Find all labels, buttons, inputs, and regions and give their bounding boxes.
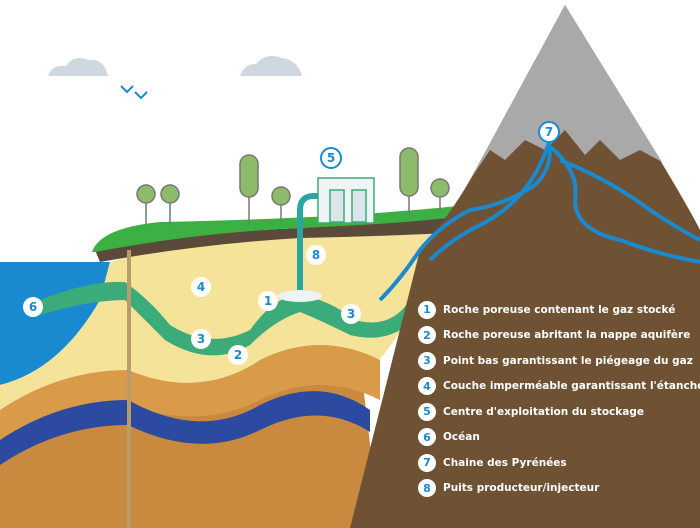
legend-label: Chaine des Pyrénées — [443, 456, 567, 469]
storage-facility — [317, 177, 375, 224]
legend-number: 3 — [418, 351, 436, 370]
legend-number: 1 — [418, 300, 436, 319]
legend-number: 8 — [418, 479, 436, 498]
legend-number: 5 — [418, 402, 436, 421]
marker-8: 8 — [306, 245, 326, 265]
marker-2: 2 — [228, 345, 248, 365]
marker-7: 7 — [538, 121, 560, 143]
legend-item: 5 Centre d'exploitation du stockage — [418, 399, 700, 425]
marker-4: 4 — [191, 277, 211, 297]
orange-layer — [0, 345, 380, 440]
well-pipe — [297, 193, 318, 292]
gas-rock-layer — [40, 281, 415, 356]
marker-6: 6 — [23, 297, 43, 317]
marker-3-right: 3 — [341, 304, 361, 324]
legend-item: 7 Chaine des Pyrénées — [418, 450, 700, 476]
cloud-icon — [48, 58, 108, 76]
legend-label: Océan — [443, 431, 480, 444]
legend-label: Roche poreuse contenant le gaz stocké — [443, 303, 676, 316]
legend-item: 6 Océan — [418, 425, 700, 451]
legend-item: 3 Point bas garantissant le piégeage du g… — [418, 348, 700, 374]
legend: 1 Roche poreuse contenant le gaz stocké 2… — [418, 297, 700, 501]
legend-item: 4 Couche imperméable garantissant l'étanc… — [418, 374, 700, 400]
legend-label: Point bas garantissant le piégeage du ga… — [443, 354, 693, 367]
legend-label: Puits producteur/injecteur — [443, 482, 600, 495]
legend-label: Roche poreuse abritant la nappe aquifère — [443, 329, 691, 342]
soil-band — [95, 215, 465, 262]
legend-item: 8 Puits producteur/injecteur — [418, 476, 700, 502]
legend-label: Couche imperméable garantissant l'étanch… — [443, 380, 700, 393]
marker-1: 1 — [258, 291, 278, 311]
trees — [136, 147, 450, 225]
legend-label: Centre d'exploitation du stockage — [443, 405, 644, 418]
rivers — [378, 139, 700, 302]
legend-item: 1 Roche poreuse contenant le gaz stocké — [418, 297, 700, 323]
mountain-snow — [470, 5, 662, 180]
legend-number: 4 — [418, 377, 436, 396]
legend-number: 6 — [418, 428, 436, 447]
legend-number: 7 — [418, 453, 436, 472]
marker-3-left: 3 — [191, 329, 211, 349]
legend-number: 2 — [418, 326, 436, 345]
cloud-icon — [240, 56, 302, 76]
marker-5: 5 — [320, 147, 342, 169]
aquifer-layer — [0, 391, 370, 465]
birds-icon — [120, 85, 148, 100]
legend-item: 2 Roche poreuse abritant la nappe aquifèr… — [418, 323, 700, 349]
